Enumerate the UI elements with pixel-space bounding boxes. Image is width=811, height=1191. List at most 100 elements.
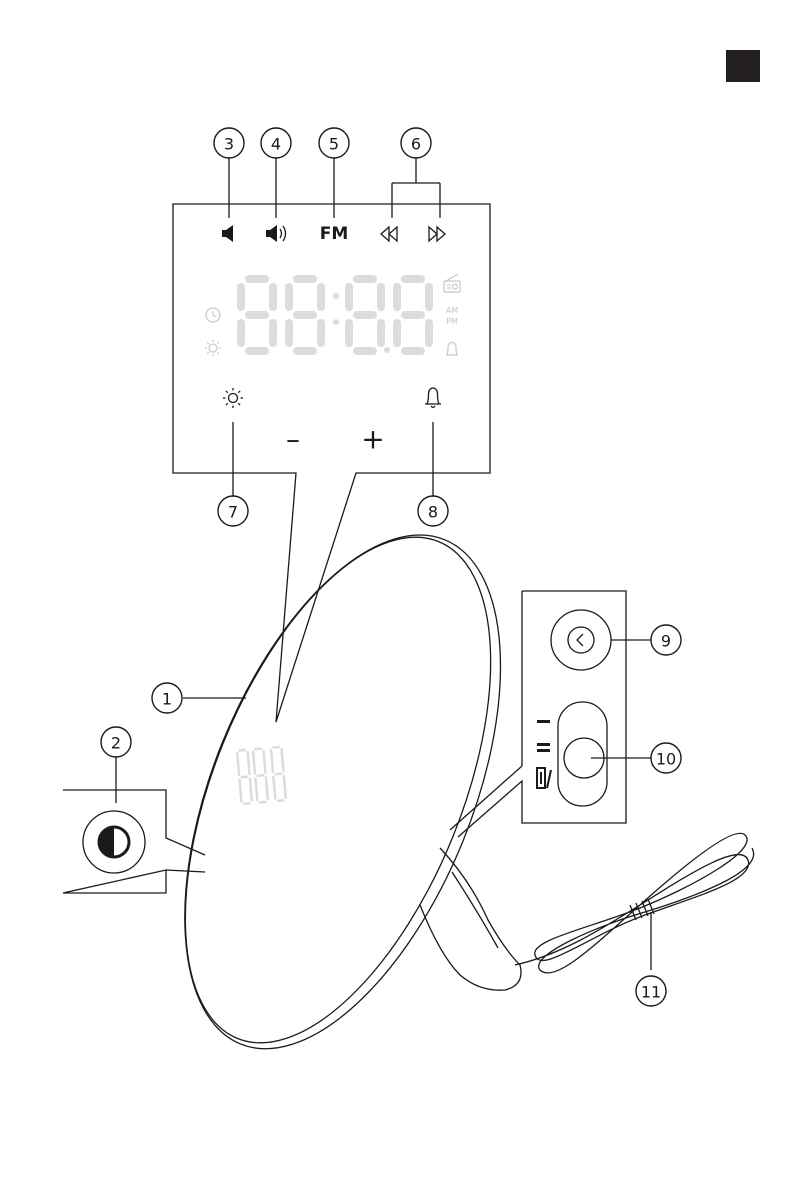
segment bbox=[285, 283, 293, 311]
segment bbox=[272, 776, 277, 800]
minus-button[interactable]: – bbox=[286, 423, 300, 456]
segment bbox=[317, 283, 325, 311]
segment bbox=[270, 749, 275, 773]
segment bbox=[246, 751, 251, 775]
callout-number: 9 bbox=[661, 632, 671, 651]
segment bbox=[259, 801, 267, 804]
segment bbox=[262, 750, 267, 774]
segment bbox=[249, 778, 254, 802]
clock-icon bbox=[206, 308, 220, 322]
segment bbox=[345, 283, 353, 311]
segment bbox=[425, 283, 433, 311]
decimal-dot bbox=[384, 347, 390, 353]
callout-number: 8 bbox=[428, 503, 438, 522]
callout-number: 5 bbox=[329, 135, 339, 154]
segment bbox=[377, 283, 385, 311]
light-button-detail bbox=[63, 790, 205, 893]
segment bbox=[254, 747, 262, 750]
segment bbox=[293, 311, 317, 319]
brightness-button[interactable] bbox=[223, 388, 243, 408]
segment bbox=[236, 752, 241, 776]
segment bbox=[353, 311, 377, 319]
mode-switch[interactable] bbox=[558, 702, 607, 806]
segment bbox=[353, 347, 377, 355]
plus-label: + bbox=[361, 423, 384, 456]
segment bbox=[240, 775, 248, 778]
callout-2: 2 bbox=[101, 727, 131, 757]
segment bbox=[280, 748, 285, 772]
segment bbox=[256, 774, 264, 777]
rewind-icon bbox=[381, 227, 397, 241]
callout-number: 11 bbox=[641, 983, 661, 1002]
segment bbox=[277, 799, 285, 802]
segment bbox=[245, 275, 269, 283]
colon-dot bbox=[333, 319, 339, 325]
callout-number: 3 bbox=[224, 135, 234, 154]
callout-8: 8 bbox=[418, 496, 448, 526]
colon-dot bbox=[333, 293, 339, 299]
callout-6: 6 bbox=[401, 128, 431, 158]
segment bbox=[269, 319, 277, 347]
segment bbox=[401, 311, 425, 319]
callout-number: 1 bbox=[162, 690, 172, 709]
clock-button[interactable] bbox=[551, 610, 611, 670]
segment bbox=[272, 746, 280, 749]
callout-11: 11 bbox=[636, 976, 666, 1006]
plus-button[interactable]: + bbox=[361, 423, 384, 456]
callout-5: 5 bbox=[319, 128, 349, 158]
segment bbox=[274, 772, 282, 775]
segment bbox=[345, 319, 353, 347]
segment bbox=[269, 283, 277, 311]
alarm-button[interactable] bbox=[425, 388, 441, 408]
control-panel: FM bbox=[173, 204, 490, 722]
alarm-indicator-icon bbox=[446, 343, 458, 356]
segment bbox=[377, 319, 385, 347]
fm-button[interactable]: FM bbox=[320, 224, 349, 244]
volume-up-button[interactable] bbox=[266, 225, 286, 242]
speaker-high-icon bbox=[266, 225, 286, 242]
segment bbox=[393, 319, 401, 347]
segment bbox=[252, 750, 257, 774]
callout-3: 3 bbox=[214, 128, 244, 158]
segment bbox=[283, 775, 288, 799]
segment bbox=[353, 275, 377, 283]
segment bbox=[238, 749, 246, 752]
segment bbox=[238, 779, 243, 803]
callout-9: 9 bbox=[651, 625, 681, 655]
side-controls-detail bbox=[450, 591, 626, 837]
switch-position-icons bbox=[537, 720, 551, 788]
minus-label: – bbox=[286, 423, 300, 456]
callout-number: 10 bbox=[656, 750, 676, 769]
am-indicator: AM bbox=[446, 306, 458, 315]
leader-line-6 bbox=[392, 158, 440, 218]
callout-4: 4 bbox=[261, 128, 291, 158]
fm-label: FM bbox=[320, 224, 349, 244]
segment bbox=[317, 319, 325, 347]
segment bbox=[401, 347, 425, 355]
segment bbox=[237, 283, 245, 311]
callout-10: 10 bbox=[651, 743, 681, 773]
sun-indicator-icon bbox=[205, 340, 221, 356]
language-tab bbox=[726, 50, 760, 82]
device-display bbox=[236, 745, 288, 805]
fast-forward-button[interactable] bbox=[429, 227, 445, 241]
segment bbox=[245, 347, 269, 355]
segment bbox=[393, 283, 401, 311]
callout-1: 1 bbox=[152, 683, 182, 713]
callout-number: 4 bbox=[271, 135, 281, 154]
segment bbox=[265, 776, 270, 800]
segment bbox=[293, 275, 317, 283]
power-cable bbox=[515, 833, 754, 973]
clock-display: AM PM bbox=[205, 274, 460, 356]
volume-down-button[interactable] bbox=[222, 225, 233, 242]
segment bbox=[243, 802, 251, 805]
segment bbox=[285, 319, 293, 347]
radio-icon bbox=[444, 274, 460, 292]
device-stand bbox=[420, 848, 521, 990]
rewind-button[interactable] bbox=[381, 227, 397, 241]
bell-icon bbox=[425, 388, 441, 408]
callout-7: 7 bbox=[218, 496, 248, 526]
callout-number: 6 bbox=[411, 135, 421, 154]
light-button[interactable] bbox=[83, 811, 145, 873]
sun-icon bbox=[223, 388, 243, 408]
